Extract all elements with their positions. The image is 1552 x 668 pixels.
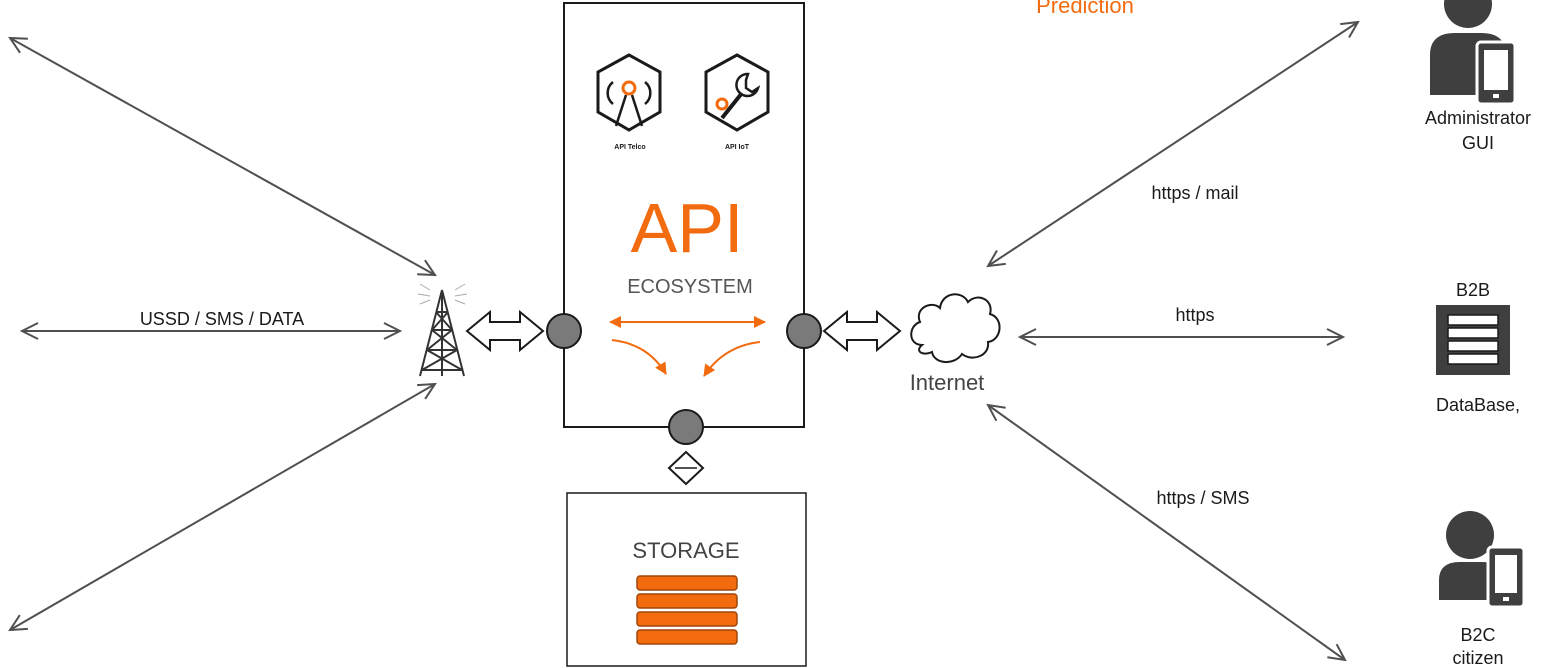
- person-with-phone-icon: [1430, 0, 1517, 106]
- admin-label-line2: GUI: [1462, 133, 1494, 153]
- database-label: DataBase,: [1436, 395, 1520, 415]
- tower-api-double-arrow: [465, 309, 545, 353]
- left-upper-connector: [10, 38, 435, 275]
- https-mail-label: https / mail: [1151, 183, 1238, 203]
- left-connector-node: [546, 313, 582, 349]
- b2c-connector: [988, 405, 1345, 660]
- prediction-label: Prediction: [1036, 0, 1134, 18]
- admin-label-line1: Administrator: [1425, 108, 1531, 128]
- cell-tower-icon: [417, 283, 468, 377]
- api-telco-label: API Telco: [614, 144, 645, 151]
- wrench-hexagon-icon: [704, 53, 770, 132]
- api-ecosystem-box: [563, 2, 805, 428]
- server-rack-icon: [1436, 305, 1510, 375]
- person-with-phone-icon: [1439, 511, 1526, 609]
- b2b-label: B2B: [1456, 280, 1490, 300]
- internal-right-curve-arrow: [703, 341, 761, 377]
- https-sms-label: https / SMS: [1156, 488, 1249, 508]
- antenna-hexagon-icon: [596, 53, 662, 132]
- internet-label: Internet: [910, 370, 985, 395]
- b2c-label-line1: B2C: [1460, 625, 1495, 645]
- api-iot-label: API IoT: [725, 144, 750, 151]
- ussd-sms-data-label: USSD / SMS / DATA: [140, 309, 304, 329]
- https-label: https: [1175, 305, 1214, 325]
- api-internet-double-arrow: [822, 309, 902, 353]
- internal-left-curve-arrow: [611, 339, 667, 375]
- right-connector-node: [786, 313, 822, 349]
- storage-label: STORAGE: [632, 538, 739, 563]
- cloud-icon: [910, 293, 1001, 363]
- ecosystem-label: ECOSYSTEM: [627, 276, 753, 298]
- api-title: API: [631, 189, 744, 267]
- admin-connector: [988, 22, 1358, 266]
- left-lower-connector: [10, 384, 435, 630]
- b2c-label-line2: citizen: [1452, 648, 1503, 668]
- storage-stack-icon: [636, 575, 738, 645]
- bottom-connector-node: [668, 409, 704, 445]
